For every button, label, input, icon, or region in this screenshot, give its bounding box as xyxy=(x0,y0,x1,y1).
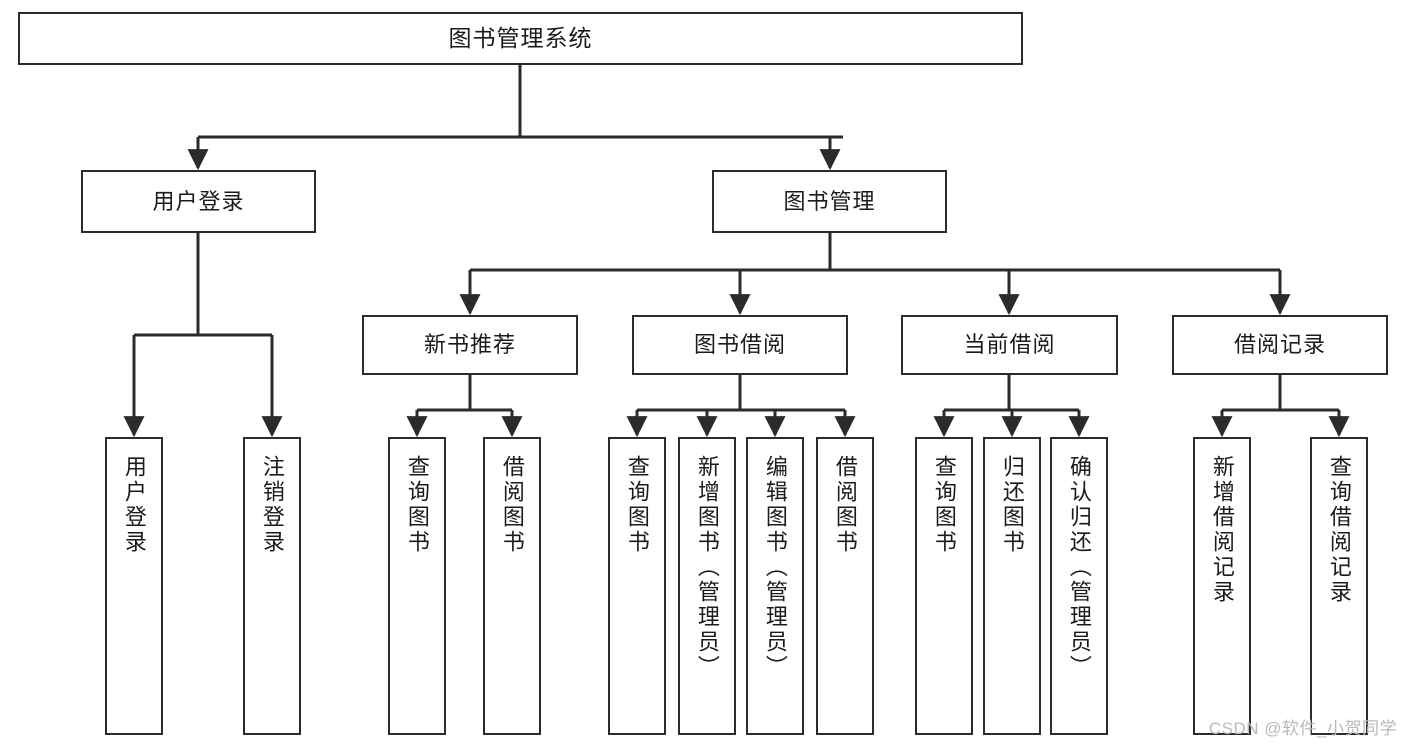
node-new-book-recommend-label: 新书推荐 xyxy=(423,332,516,358)
node-book-management[interactable]: 图书管理 xyxy=(712,170,947,233)
leaf-logout-login[interactable]: 注销登录 xyxy=(243,437,301,735)
leaf-add-book-admin[interactable]: 新增图书（管理员） xyxy=(678,437,736,735)
node-borrow-record-label: 借阅记录 xyxy=(1233,332,1326,358)
node-root[interactable]: 图书管理系统 xyxy=(18,12,1023,65)
leaf-query-book-current-label: 查询图书 xyxy=(931,455,957,555)
leaf-edit-book-admin-label: 编辑图书（管理员） xyxy=(762,455,788,680)
node-user-login[interactable]: 用户登录 xyxy=(81,170,316,233)
node-root-label: 图书管理系统 xyxy=(448,24,593,51)
leaf-query-book-recommend[interactable]: 查询图书 xyxy=(388,437,446,735)
leaf-query-book-borrow-label: 查询图书 xyxy=(624,455,650,555)
leaf-logout-login-label: 注销登录 xyxy=(259,455,285,555)
leaf-add-book-admin-label: 新增图书（管理员） xyxy=(694,455,720,680)
leaf-return-book-label: 归还图书 xyxy=(999,455,1025,555)
leaf-query-book-current[interactable]: 查询图书 xyxy=(915,437,973,735)
leaf-query-book-borrow[interactable]: 查询图书 xyxy=(608,437,666,735)
leaf-borrow-book-recommend-label: 借阅图书 xyxy=(499,455,525,555)
node-book-borrow[interactable]: 图书借阅 xyxy=(632,315,848,375)
node-borrow-record[interactable]: 借阅记录 xyxy=(1172,315,1388,375)
node-book-borrow-label: 图书借阅 xyxy=(693,332,786,358)
leaf-query-book-recommend-label: 查询图书 xyxy=(404,455,430,555)
leaf-edit-book-admin[interactable]: 编辑图书（管理员） xyxy=(746,437,804,735)
leaf-add-borrow-record-label: 新增借阅记录 xyxy=(1209,455,1235,605)
node-user-login-label: 用户登录 xyxy=(152,188,245,214)
leaf-add-borrow-record[interactable]: 新增借阅记录 xyxy=(1193,437,1251,735)
node-new-book-recommend[interactable]: 新书推荐 xyxy=(362,315,578,375)
node-book-management-label: 图书管理 xyxy=(783,188,876,214)
leaf-user-login-label: 用户登录 xyxy=(121,455,147,555)
leaf-borrow-book-recommend[interactable]: 借阅图书 xyxy=(483,437,541,735)
leaf-return-book[interactable]: 归还图书 xyxy=(983,437,1041,735)
leaf-query-borrow-record[interactable]: 查询借阅记录 xyxy=(1310,437,1368,735)
leaf-user-login[interactable]: 用户登录 xyxy=(105,437,163,735)
leaf-borrow-book-label: 借阅图书 xyxy=(832,455,858,555)
node-current-borrow[interactable]: 当前借阅 xyxy=(901,315,1118,375)
leaf-borrow-book[interactable]: 借阅图书 xyxy=(816,437,874,735)
node-current-borrow-label: 当前借阅 xyxy=(963,332,1056,358)
leaf-confirm-return-admin-label: 确认归还（管理员） xyxy=(1066,455,1092,680)
watermark: CSDN @软件_小贺同学 xyxy=(1208,719,1397,738)
leaf-query-borrow-record-label: 查询借阅记录 xyxy=(1326,455,1352,605)
leaf-confirm-return-admin[interactable]: 确认归还（管理员） xyxy=(1050,437,1108,735)
